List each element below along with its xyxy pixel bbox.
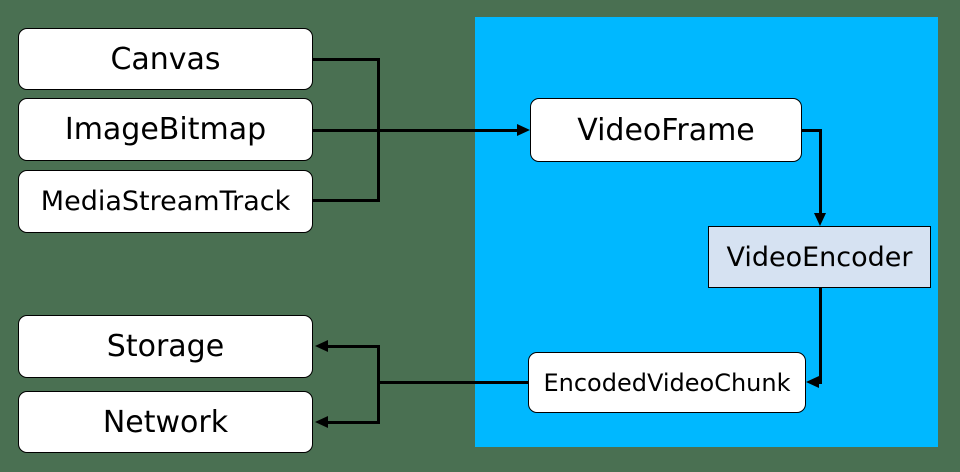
node-encodedvideochunk-label: EncodedVideoChunk [543, 368, 791, 397]
arrowhead-into-encodedvideochunk [806, 376, 819, 388]
node-network-label: Network [102, 404, 229, 440]
node-network: Network [18, 391, 313, 453]
edge-videoframe-videoencoder-vertical [819, 129, 822, 213]
node-videoencoder: VideoEncoder [708, 226, 931, 288]
node-videoencoder-label: VideoEncoder [726, 241, 913, 273]
node-videoframe: VideoFrame [530, 98, 802, 162]
edge-mediastreamtrack-junction [313, 199, 380, 202]
node-canvas: Canvas [18, 28, 313, 90]
edge-imagebitmap-videoframe [313, 129, 518, 132]
edge-junction-storage [328, 345, 380, 348]
arrowhead-into-network [315, 416, 328, 428]
edge-junction-network [328, 421, 380, 424]
arrowhead-into-videoframe [517, 124, 530, 136]
node-mediastreamtrack: MediaStreamTrack [18, 170, 313, 233]
node-storage: Storage [18, 315, 313, 378]
node-encodedvideochunk: EncodedVideoChunk [528, 352, 806, 413]
edge-videoencoder-down-vertical [819, 288, 822, 384]
node-storage-label: Storage [106, 329, 225, 364]
edge-canvas-junction [313, 58, 380, 61]
arrowhead-into-videoencoder [814, 213, 826, 226]
edge-videoframe-out-horizontal [802, 129, 822, 132]
node-imagebitmap-label: ImageBitmap [64, 112, 267, 147]
node-imagebitmap: ImageBitmap [18, 98, 313, 161]
node-canvas-label: Canvas [110, 41, 221, 77]
node-mediastreamtrack-label: MediaStreamTrack [40, 186, 291, 217]
node-videoframe-label: VideoFrame [577, 112, 755, 148]
arrowhead-into-storage [315, 340, 328, 352]
edge-sink-junction-vertical [377, 345, 380, 424]
edge-evc-junction [380, 381, 528, 384]
